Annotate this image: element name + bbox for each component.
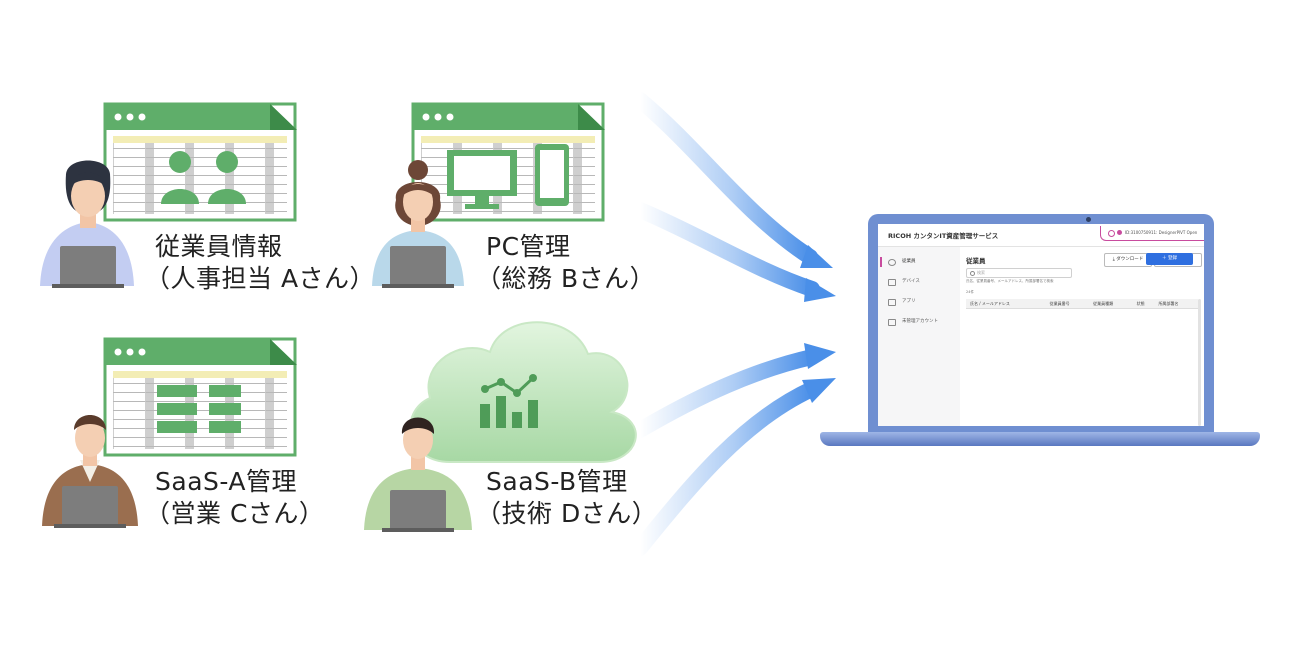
sidebar-item-label: 従業員 [902,259,916,264]
spreadsheet-employee [103,102,297,222]
flow-arrow-2 [632,202,820,297]
column-header[interactable]: 従業員番号 [1045,299,1090,309]
column-header[interactable]: 氏名 / メールアドレス [966,299,1046,309]
laptop-icon [390,246,446,286]
laptop-icon [62,486,118,526]
result-count: 24件 [966,290,974,294]
analytics-icon [480,374,538,428]
column-header[interactable]: 従業員種類 [1089,299,1133,309]
person-b-avatar [372,160,464,288]
spreadsheet-saas-a [103,337,297,457]
sidebar-item-devices[interactable]: デバイス [888,277,958,287]
flow-arrow-3-head [804,343,836,369]
table-header-row: 氏名 / メールアドレス 従業員番号 従業員種類 状態 所属部署名 [966,299,1198,309]
user-icon [1117,230,1122,235]
laptop-icon [888,279,896,286]
apps-icon [888,299,896,306]
flow-arrow-3 [632,349,820,438]
people-icon [161,151,246,204]
person-a-avatar [40,160,134,288]
camera-icon [1086,217,1091,222]
sidebar-item-label: 未管理アカウント [902,319,938,324]
add-label: 登録 [1167,256,1177,261]
flow-arrow-4-head [802,378,836,403]
column-header[interactable]: 状態 [1132,299,1155,309]
flow-arrow-1 [632,92,818,265]
search-hint: 氏名、従業員番号、メールアドレス、所属部署名で検索 [966,279,1054,283]
sidebar-item-unmanaged-accounts[interactable]: 未管理アカウント [888,317,958,327]
monitor-icon [447,150,517,209]
search-placeholder: 検索 [977,270,985,275]
smartphone-icon [535,144,569,206]
person-d-avatar [364,417,472,532]
laptop-base [820,432,1260,446]
spreadsheet-pc [411,102,605,222]
source-employee-owner: （人事担当 Aさん） [145,264,376,293]
add-button[interactable]: ＋ 登録 [1146,253,1193,265]
app-title: RICOH カンタンIT資産管理サービス [888,232,999,240]
download-button[interactable]: ⤓ ダウンロード [1104,253,1152,267]
source-saas-a-title: SaaS-A管理 [155,467,297,496]
laptop-icon [390,490,446,530]
sidebar-item-label: アプリ [902,299,916,304]
column-header[interactable]: 所属部署名 [1154,299,1198,309]
flow-arrow-2-head [804,278,836,302]
source-pc-title: PC管理 [486,232,571,261]
grid-blocks-icon [157,385,241,433]
source-saas-b-owner: （技術 Dさん） [476,499,658,528]
help-icon[interactable] [1108,230,1115,237]
sidebar-item-apps[interactable]: アプリ [888,297,958,307]
app-sidebar: 従業員 デバイス アプリ 未管理アカウント [878,247,960,426]
flow-arrow-1-head [800,245,833,268]
page-title: 従業員 [966,257,986,265]
flow-arrows [632,92,836,556]
person-icon [888,259,896,266]
account-menu[interactable]: ID:3100750911: DesignerPIVT Open [1100,226,1204,241]
search-input[interactable]: 検索 [966,268,1072,278]
laptop-device: RICOH カンタンIT資産管理サービス ID:3100750911: Desi… [820,214,1260,450]
source-saas-b-title: SaaS-B管理 [486,467,628,496]
download-label: ダウンロード [1116,257,1144,262]
search-icon [970,271,975,276]
table-scrollbar[interactable] [1198,299,1201,426]
app-header: RICOH カンタンIT資産管理サービス ID:3100750911: Desi… [878,224,1204,247]
source-employee-title: 従業員情報 [155,232,283,261]
source-pc-owner: （総務 Bさん） [476,264,656,293]
sidebar-item-employees[interactable]: 従業員 [880,257,958,267]
sidebar-item-label: デバイス [902,279,920,284]
cloud-icon [409,321,637,463]
account-id: ID:3100750911: DesignerPIVT Open [1125,230,1198,235]
source-saas-a-owner: （営業 Cさん） [145,499,325,528]
laptop-icon [60,246,116,286]
employee-table: 氏名 / メールアドレス 従業員番号 従業員種類 状態 所属部署名 [966,299,1198,309]
app-main: 従業員 ⤓ ダウンロード ＋ 一括登録 検索 氏名、従業員番号、メールアドレス、… [962,247,1204,426]
person-c-avatar [42,415,138,528]
flow-arrow-4 [632,381,820,556]
id-card-icon [888,319,896,326]
